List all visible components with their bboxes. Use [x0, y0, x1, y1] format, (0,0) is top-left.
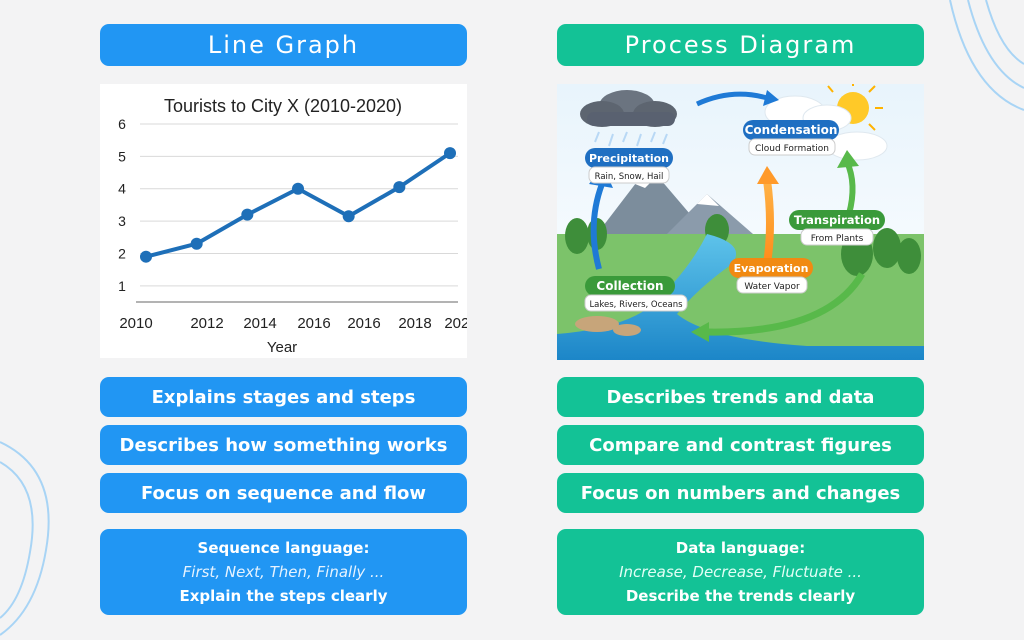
data-language-box: Data language: Increase, Decrease, Fluct… [557, 529, 924, 615]
svg-text:Collection: Collection [596, 279, 663, 293]
x-axis-label: Year [267, 339, 297, 356]
line-chart-panel: Tourists to City X (2010-2020) 1 2 3 4 5 6 20… [100, 84, 467, 358]
rock-icons [575, 316, 641, 336]
y-tick-label: 4 [118, 181, 126, 197]
river-water [557, 234, 924, 360]
y-tick-label: 1 [118, 278, 126, 294]
data-point [292, 182, 304, 195]
data-language-examples: Increase, Decrease, Fluctuate ... [619, 563, 862, 581]
line-graph-header: Line Graph [100, 24, 467, 66]
water-cycle-diagram: Condensation Cloud Formation Precipitati… [557, 84, 924, 360]
svg-text:From Plants: From Plants [811, 234, 864, 244]
data-language-note: Describe the trends clearly [625, 587, 856, 605]
right-feature-2: Compare and contrast figures [557, 425, 924, 465]
water-cycle-panel: Condensation Cloud Formation Precipitati… [557, 84, 924, 360]
x-tick-label: 2010 [119, 315, 152, 332]
svg-text:Lakes, Rivers, Oceans: Lakes, Rivers, Oceans [589, 300, 683, 310]
svg-text:Transpiration: Transpiration [794, 213, 880, 227]
sequence-language-title: Sequence language: [197, 539, 370, 557]
svg-text:Rain, Snow, Hail: Rain, Snow, Hail [595, 172, 664, 182]
rain-cloud-icon [580, 90, 677, 147]
data-point [190, 237, 203, 250]
x-tick-label: 2014 [243, 315, 276, 332]
left-feature-1: Explains stages and steps [100, 377, 467, 417]
arrow-top [695, 91, 768, 107]
data-point [241, 208, 254, 221]
svg-text:Water Vapor: Water Vapor [744, 282, 800, 292]
process-diagram-header: Process Diagram [557, 24, 924, 66]
data-point [393, 181, 406, 194]
stage-condensation: Condensation Cloud Formation [743, 120, 839, 156]
right-feature-3: Focus on numbers and changes [557, 473, 924, 513]
data-point [140, 250, 152, 263]
stage-evaporation: Evaporation Water Vapor [729, 258, 813, 294]
decorative-arcs-top-right [949, 0, 1024, 111]
arrow-evaporation-up [763, 179, 774, 265]
x-tick-label: 2012 [190, 315, 223, 332]
y-tick-label: 5 [118, 148, 126, 164]
arrow-bottom [706, 272, 866, 336]
sequence-language-box: Sequence language: First, Next, Then, Fi… [100, 529, 467, 615]
data-point [444, 147, 456, 160]
right-feature-1: Describes trends and data [557, 377, 924, 417]
stage-collection: Collection Lakes, Rivers, Oceans [584, 276, 688, 312]
svg-text:Condensation: Condensation [745, 123, 838, 137]
svg-text:Precipitation: Precipitation [589, 152, 669, 165]
x-tick-label: 2016 [347, 315, 380, 332]
left-feature-2: Describes how something works [100, 425, 467, 465]
data-point [342, 210, 355, 223]
chart-title: Tourists to City X (2010-2020) [164, 96, 402, 116]
stage-transpiration: Transpiration From Plants [789, 210, 885, 246]
svg-text:Cloud Formation: Cloud Formation [755, 144, 829, 154]
left-feature-3: Focus on sequence and flow [100, 473, 467, 513]
y-tick-label: 6 [118, 116, 126, 132]
x-tick-label: 2022 [444, 315, 467, 332]
stage-precipitation: Precipitation Rain, Snow, Hail [585, 148, 673, 184]
svg-text:Evaporation: Evaporation [734, 262, 809, 275]
y-tick-label: 2 [118, 245, 126, 261]
arrow-left-down [590, 182, 605, 270]
sequence-language-examples: First, Next, Then, Finally ... [182, 563, 385, 581]
decorative-arcs-bottom-left [0, 441, 50, 636]
data-language-title: Data language: [675, 539, 806, 557]
x-tick-label: 2016 [297, 315, 330, 332]
line-chart: Tourists to City X (2010-2020) 1 2 3 4 5 6 20… [118, 96, 467, 356]
sequence-language-note: Explain the steps clearly [179, 587, 388, 605]
x-tick-label: 2018 [398, 315, 431, 332]
y-tick-label: 3 [118, 213, 126, 229]
